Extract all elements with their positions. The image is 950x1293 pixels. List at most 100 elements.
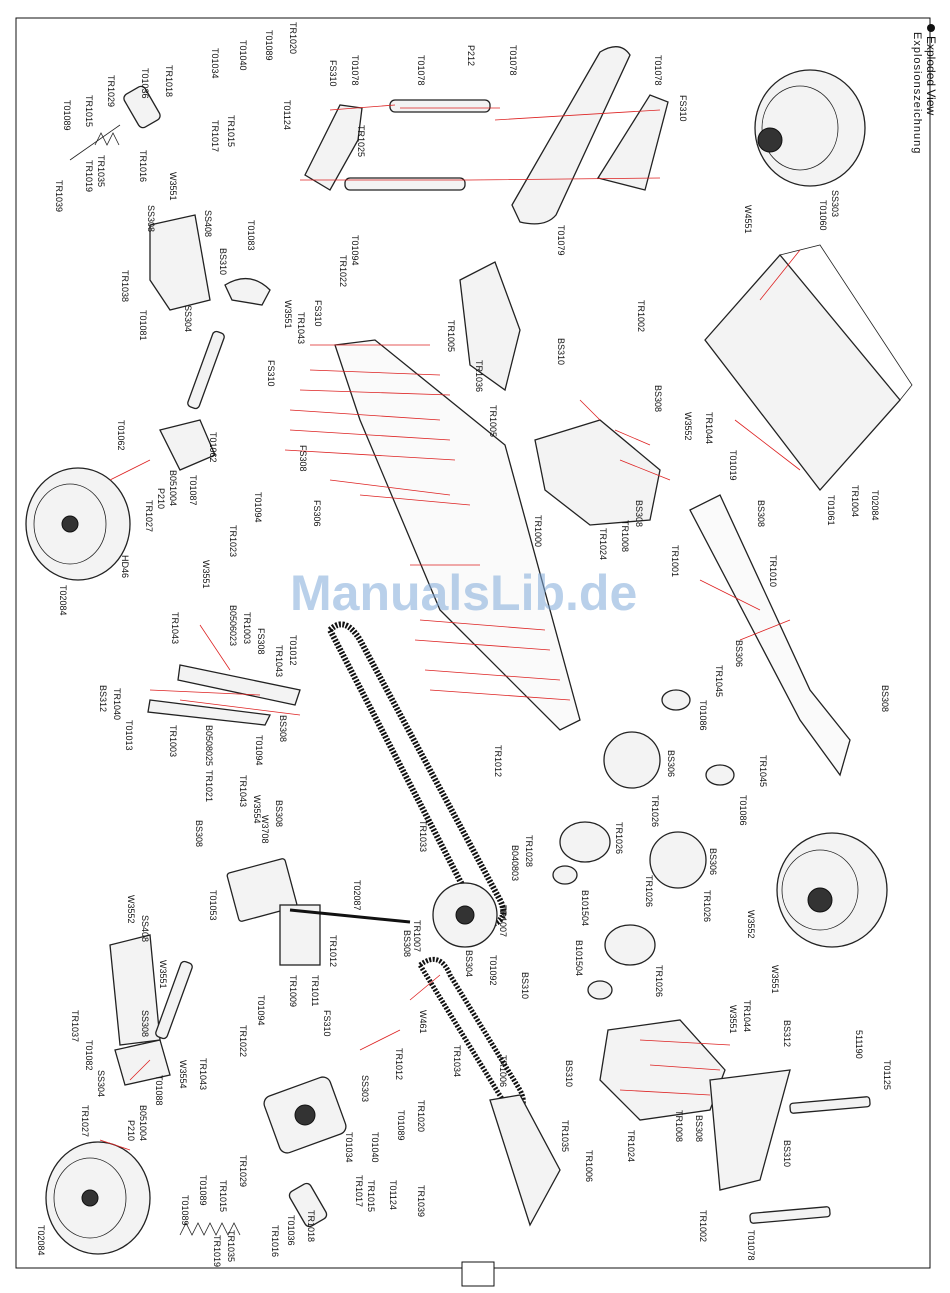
callout-labels: FS310 T01078 T01078 P212 T01078 T01078 F… <box>36 22 892 1267</box>
label-w3551: W3551 <box>168 172 178 201</box>
label-tr1043: TR1043 <box>198 1058 208 1090</box>
label-fs310: FS310 <box>328 60 338 87</box>
label-tr1026: TR1026 <box>650 795 660 827</box>
label-t01086: T01086 <box>698 700 708 731</box>
label-t01036: T01036 <box>286 1215 296 1246</box>
label-t01078: T01078 <box>416 55 426 86</box>
label-tr1002: TR1002 <box>636 300 646 332</box>
label-tr1002: TR1002 <box>698 1210 708 1242</box>
label-tr1012: TR1012 <box>493 745 503 777</box>
pulley-center-1 <box>603 731 661 789</box>
parts-layer <box>25 46 913 1255</box>
label-ss408: SS408 <box>140 915 150 942</box>
bearing-1 <box>661 689 691 711</box>
label-w4551: W4551 <box>743 205 753 234</box>
label-bs306: BS306 <box>666 750 676 777</box>
label-t01089: T01089 <box>264 30 274 61</box>
label-b101504: B101504 <box>574 940 584 976</box>
label-t01089: T01089 <box>62 100 72 131</box>
label-b051004: B051004 <box>138 1105 148 1141</box>
label-bs308: BS308 <box>756 500 766 527</box>
steering-link <box>147 699 271 726</box>
label-tr1037: TR1037 <box>70 1010 80 1042</box>
label-tr1029: TR1029 <box>106 75 116 107</box>
label-tr1026: TR1026 <box>614 822 624 854</box>
label-tr1024: TR1024 <box>598 528 608 560</box>
label-t01078: T01078 <box>746 1230 756 1261</box>
label-p210: P210 <box>156 488 166 509</box>
label-t01040: T01040 <box>238 40 248 71</box>
wheel-front-left <box>25 467 131 581</box>
label-bs308: BS308 <box>653 385 663 412</box>
label-w3554: W3554 <box>178 1060 188 1089</box>
label-bs306: BS306 <box>708 848 718 875</box>
driveshaft-bottom <box>155 960 193 1040</box>
label-ss308: SS308 <box>146 205 156 232</box>
label-tr1026: TR1026 <box>654 965 664 997</box>
header-title: Exploded View <box>924 36 938 116</box>
label-tr1026: TR1026 <box>702 890 712 922</box>
label-tr1035: TR1035 <box>560 1120 570 1152</box>
label-tr1015: TR1015 <box>218 1180 228 1212</box>
label-ss304: SS304 <box>183 305 193 332</box>
label-w3708: W3708 <box>260 815 270 844</box>
label-tr1045: TR1045 <box>714 665 724 697</box>
bullet-icon <box>927 24 935 32</box>
label-tr1018: TR1018 <box>164 65 174 97</box>
label-tr1010: TR1010 <box>768 555 778 587</box>
label-tr1044: TR1044 <box>704 412 714 444</box>
label-t01086: T01086 <box>738 795 748 826</box>
label-tr1015: TR1015 <box>84 95 94 127</box>
label-t01124: T01124 <box>388 1180 398 1210</box>
label-bs310: BS310 <box>782 1140 792 1167</box>
label-t01078: T01078 <box>653 55 663 86</box>
label-fs310: FS310 <box>313 300 323 327</box>
label-t01034: T01034 <box>344 1132 354 1163</box>
label-tr1019: TR1019 <box>84 160 94 192</box>
label-tr1001: TR1001 <box>670 545 680 577</box>
label-511190: 511190 <box>854 1030 864 1059</box>
label-tr1005: TR1005 <box>446 320 456 352</box>
bulkhead-front <box>599 1019 726 1121</box>
label-tr1039: TR1039 <box>54 180 64 212</box>
bearing-4 <box>587 980 613 1000</box>
label-bs310: BS310 <box>556 338 566 365</box>
label-tr1015: TR1015 <box>366 1180 376 1212</box>
label-ss303: SS303 <box>360 1075 370 1102</box>
label-bs308: BS308 <box>278 715 288 742</box>
label-ss308: SS308 <box>140 1010 150 1037</box>
battery-strap-plate <box>511 46 631 225</box>
label-bs308: BS308 <box>694 1115 704 1142</box>
label-t01082: T01082 <box>84 1040 94 1071</box>
label-bs308: BS308 <box>634 500 644 527</box>
label-tr1011: TR1011 <box>310 975 320 1006</box>
label-tr1027: TR1027 <box>144 500 154 532</box>
label-t02084: T02084 <box>36 1225 46 1256</box>
label-tr1017: TR1017 <box>210 120 220 152</box>
label-t01078: T01078 <box>508 45 518 76</box>
label-tr1023: TR1023 <box>228 525 238 557</box>
label-tr1006: TR1006 <box>498 1055 508 1087</box>
label-t01053: T01053 <box>208 890 218 921</box>
label-tr1043: TR1043 <box>238 775 248 807</box>
label-b040803: B040803 <box>510 845 520 881</box>
label-tr1016: TR1016 <box>138 150 148 182</box>
camber-link-2 <box>749 1206 831 1224</box>
steering-block-bottom <box>114 1039 171 1086</box>
label-t01083: T01083 <box>246 220 256 251</box>
label-tr1016: TR1016 <box>270 1225 280 1257</box>
wheel-top-right <box>754 69 866 187</box>
label-t01094: T01094 <box>256 995 266 1026</box>
steering-block-top <box>159 419 216 471</box>
label-tr1024: TR1024 <box>626 1130 636 1162</box>
label-fs310: FS310 <box>322 1010 332 1037</box>
label-tr1004: TR1004 <box>850 485 860 517</box>
label-ss304: SS304 <box>96 1070 106 1097</box>
label-bs312: BS312 <box>782 1020 792 1047</box>
label-tr1035: TR1035 <box>96 155 106 187</box>
label-tr1028: TR1028 <box>524 835 534 867</box>
shaft-mid <box>344 177 466 191</box>
label-tr1020: TR1020 <box>288 22 298 54</box>
label-bs304: BS304 <box>464 950 474 977</box>
label-w3551: W3551 <box>201 560 211 589</box>
